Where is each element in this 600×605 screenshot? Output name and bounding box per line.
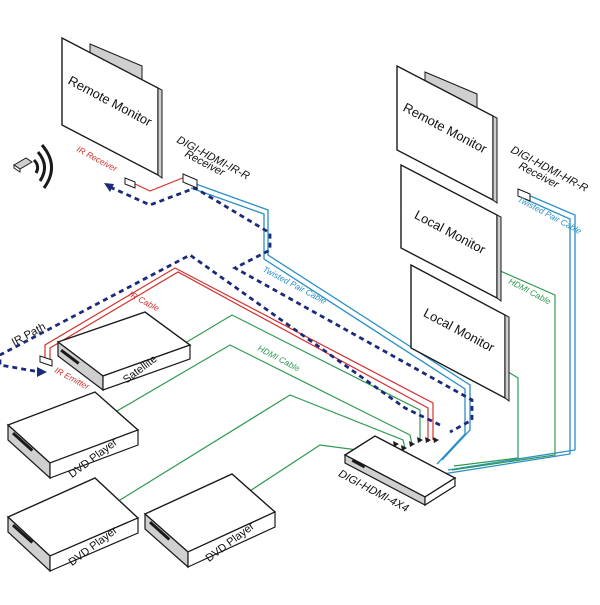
- ir-path-line: [0, 185, 474, 434]
- ir-signal-waves-icon: [32, 144, 53, 189]
- dvd-player-1: DVD Player: [6, 391, 140, 481]
- remote-monitor-1: Remote Monitor: [61, 36, 163, 179]
- twisted-pair-label-1: Twisted Pair Cable: [261, 264, 328, 306]
- satellite-receiver: Satellite: [56, 311, 192, 392]
- twisted-pair-cable-1: [190, 182, 471, 465]
- twisted-pair-label-2: Twisted Pair Cable: [516, 194, 583, 236]
- ir-receiver-box: [124, 177, 136, 189]
- dvd-player-2: DVD Player: [6, 477, 140, 573]
- digi-hdmi-4x4-switch: DIGI-HDMI-4X4: [336, 435, 457, 515]
- ir-path-arrowhead-bottom: [37, 367, 47, 377]
- switch-input-arrows: [393, 437, 439, 451]
- twisted-pair-cable-2: [442, 194, 576, 475]
- ir-emitter-box: [39, 355, 53, 367]
- local-monitor-1: Local Monitor: [400, 163, 502, 302]
- receiver-ir-box: [182, 173, 198, 189]
- ir-path-arrowhead-top: [104, 183, 114, 192]
- hdmi-cable-local-1: [451, 269, 556, 471]
- receiver-hr-box: [517, 188, 531, 202]
- ir-receiver-cable: [132, 176, 186, 192]
- remote-monitor-2: Remote Monitor: [396, 64, 498, 204]
- ir-path-label: IR Path: [10, 321, 48, 349]
- remote-control-icon: [13, 157, 33, 173]
- hdmi-cable-local-2: [453, 369, 519, 467]
- local-monitor-2: Local Monitor: [410, 263, 510, 402]
